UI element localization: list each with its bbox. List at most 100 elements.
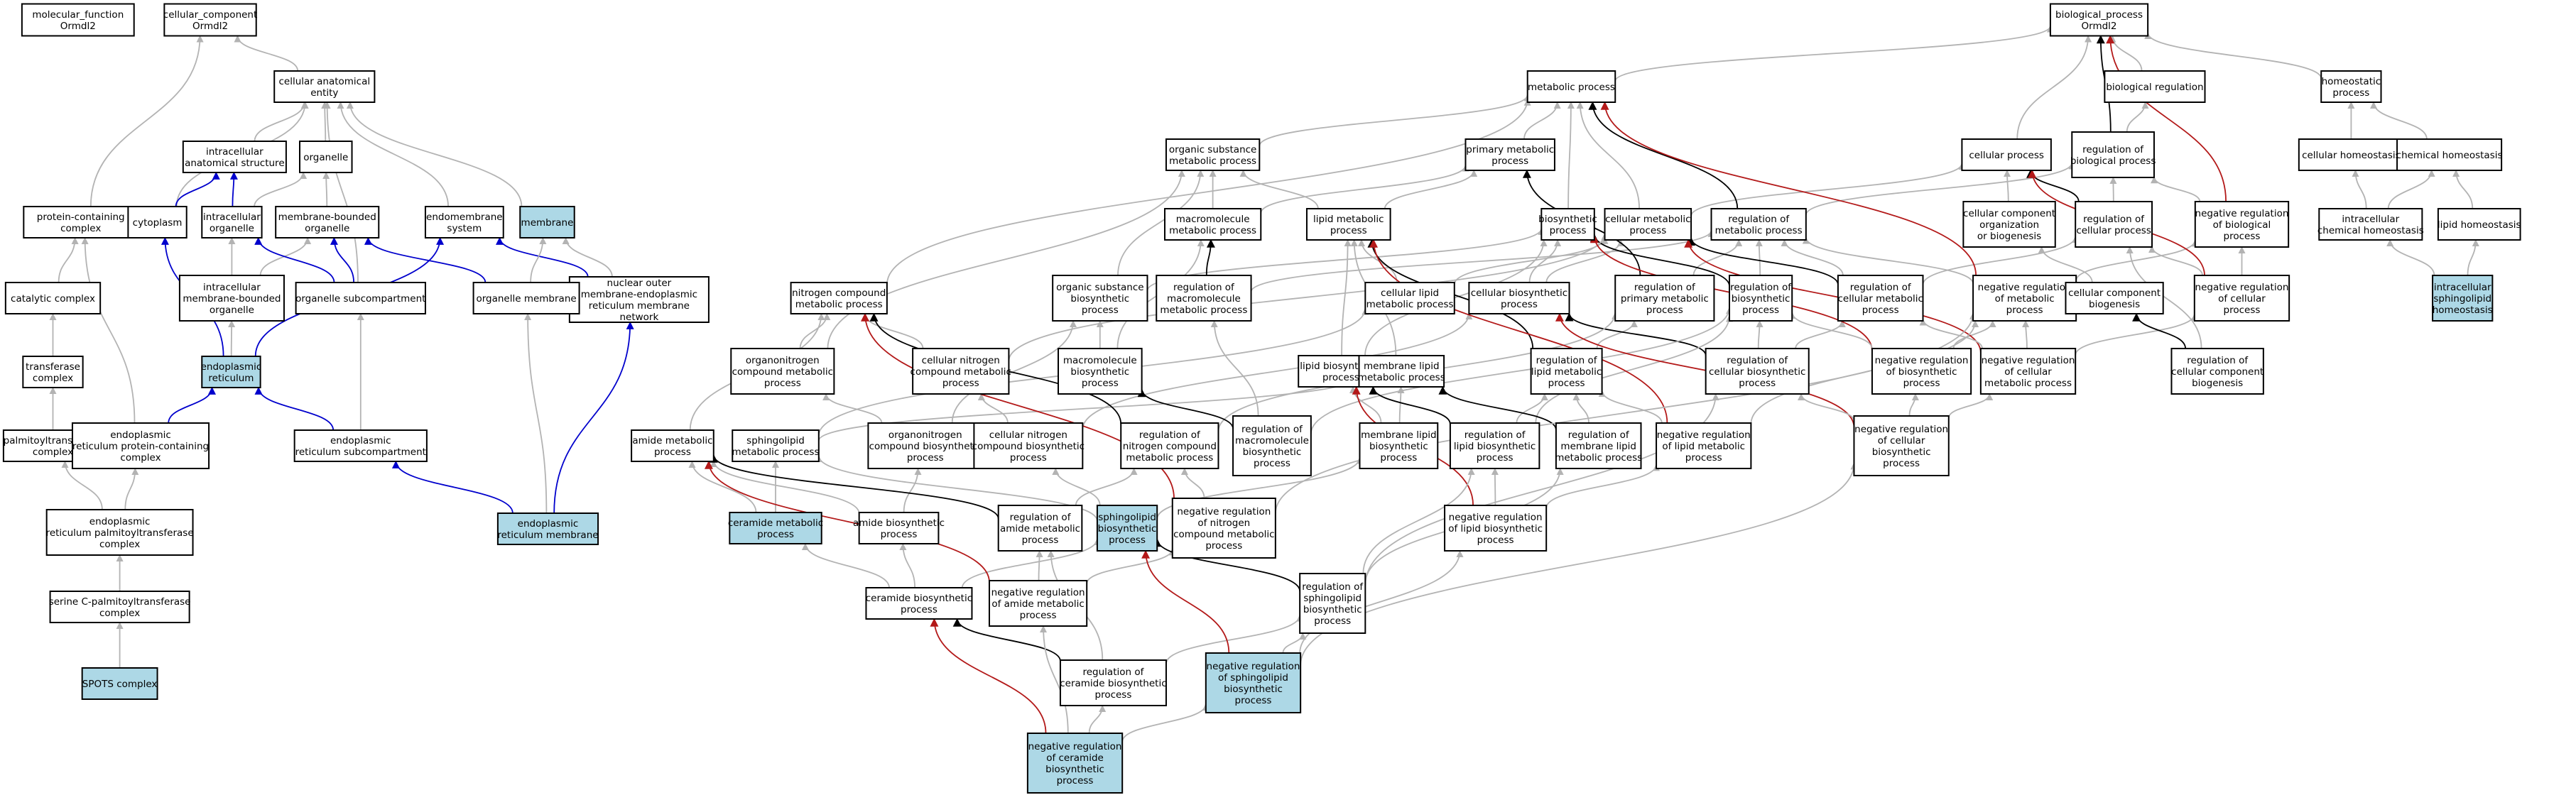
edge-line: [2126, 246, 2202, 349]
go-term-node-biological-regulation[interactable]: biological regulation: [2104, 70, 2206, 103]
go-term-node-chemical-homeostasis[interactable]: chemical homeostasis: [2396, 138, 2503, 171]
go-term-node-membrane[interactable]: membrane: [519, 206, 575, 238]
go-term-label-line: complex: [120, 452, 161, 464]
edge-is-a-pmp-to-metp: [1523, 102, 1561, 140]
go-term-node-cytoplasm[interactable]: cytoplasm: [127, 206, 188, 238]
go-term-box: [2437, 208, 2521, 241]
go-term-node-spots-complex[interactable]: SPOTS complex: [81, 667, 158, 700]
go-term-node-metabolic-process[interactable]: metabolic process: [1526, 70, 1616, 103]
go-term-box: [182, 141, 287, 173]
go-term-node-organelle-membrane[interactable]: organelle membrane: [472, 282, 580, 314]
go-term-node-catalytic-complex[interactable]: catalytic complex: [4, 282, 102, 314]
go-term-node-cellular-homeostasis[interactable]: cellular homeostasis: [2298, 138, 2404, 171]
go-term-box: [1530, 348, 1603, 395]
go-term-node-organelle[interactable]: organelle: [299, 141, 353, 173]
go-term-node-lipid-homeostasis[interactable]: lipid homeostasis: [2437, 208, 2521, 241]
go-term-label-line: macromolecule: [1176, 214, 1250, 225]
go-term-label-line: metabolic process: [795, 299, 883, 310]
go-term-label-line: organonitrogen: [888, 429, 962, 441]
go-term-node-organelle-subcompartment[interactable]: organelle subcompartment: [295, 282, 426, 314]
go-term-box: [2065, 282, 2164, 314]
go-term-node-cellular-process[interactable]: cellular process: [1961, 138, 2052, 171]
